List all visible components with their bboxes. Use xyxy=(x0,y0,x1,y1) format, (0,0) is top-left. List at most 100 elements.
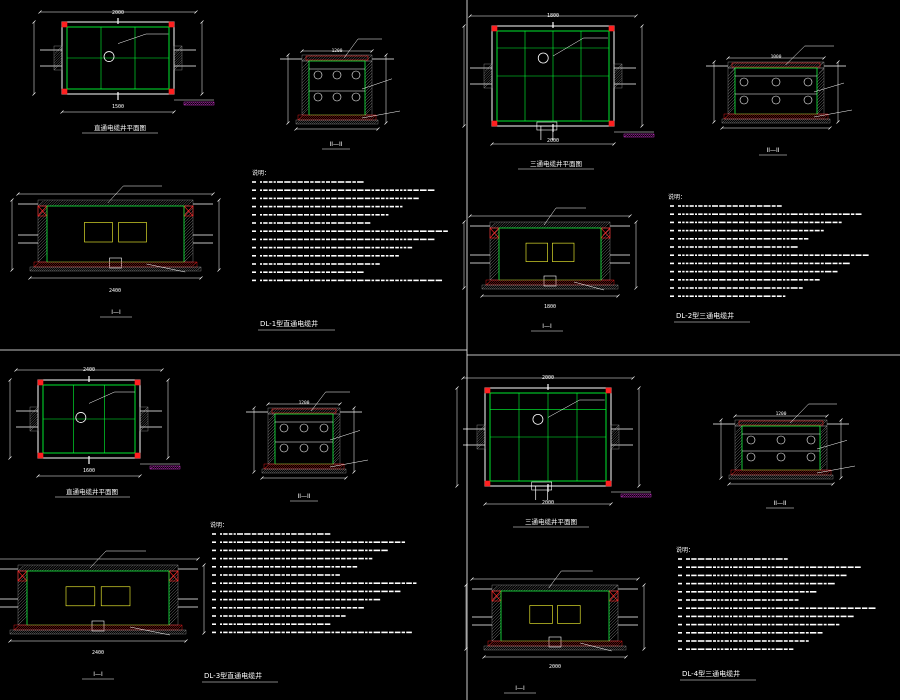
hatch-line xyxy=(821,118,827,124)
hatch-line xyxy=(811,118,817,124)
hatch-line xyxy=(168,612,179,623)
dimension-tick xyxy=(300,49,304,53)
hatch-line xyxy=(125,629,131,635)
hatch-border xyxy=(610,424,620,450)
hatch-line xyxy=(175,629,181,635)
hatch-line xyxy=(567,284,573,290)
hatch-fill xyxy=(13,624,183,631)
hatch-line xyxy=(74,564,81,572)
hatch-line xyxy=(68,624,75,631)
hatch-fill xyxy=(173,45,183,71)
hatch-line xyxy=(493,645,499,651)
hatch-line xyxy=(768,113,775,120)
hatch-line xyxy=(69,266,75,272)
hatch-line xyxy=(751,118,757,124)
hatch-line xyxy=(802,474,808,480)
hatch-line xyxy=(506,279,513,286)
hatch-line xyxy=(498,221,506,229)
hatch-line xyxy=(539,645,545,651)
hatch-line xyxy=(628,133,633,138)
hatch-line xyxy=(644,133,649,138)
hatch-line xyxy=(267,427,276,436)
hatch-line xyxy=(538,279,545,286)
hatch-line xyxy=(107,629,113,635)
dimension-tick xyxy=(36,474,40,478)
dimension-tick xyxy=(352,470,356,474)
hatch-line xyxy=(730,470,736,476)
hatch-line xyxy=(17,591,28,602)
hatch-line xyxy=(301,108,309,116)
hatch-line xyxy=(533,221,541,229)
hatch-line xyxy=(315,468,321,474)
hatch-line xyxy=(101,564,109,572)
hatch-line xyxy=(565,645,571,651)
hatch-line xyxy=(819,430,828,439)
hatch-line xyxy=(94,199,101,207)
hatch-line xyxy=(759,469,766,476)
hatch-line xyxy=(332,451,341,460)
hatch-line xyxy=(20,624,27,631)
hatch-line xyxy=(34,261,41,268)
hatch-line xyxy=(730,474,736,480)
hatch-line xyxy=(57,629,63,635)
hatch-line xyxy=(82,624,89,631)
hatch-line xyxy=(771,118,777,124)
hatch-line xyxy=(321,468,327,474)
hatch-line xyxy=(37,231,48,242)
hatch-line xyxy=(810,474,816,480)
hatch-line xyxy=(602,279,609,286)
hatch-line xyxy=(39,564,46,572)
hatch-line xyxy=(301,69,310,78)
hatch-line xyxy=(821,61,825,65)
hatch-line xyxy=(97,266,103,272)
cable-duct xyxy=(806,452,816,462)
hatch-line xyxy=(71,266,77,272)
dimension-tick xyxy=(294,127,298,131)
leader-line xyxy=(361,78,393,90)
hatch-line xyxy=(24,564,31,572)
hatch-line xyxy=(112,624,119,631)
hatch-line xyxy=(59,199,66,207)
hatch-line xyxy=(93,629,99,635)
hatch-line xyxy=(797,469,804,476)
dimension-tick xyxy=(733,414,737,418)
hatch-line xyxy=(325,119,331,125)
hatch-line xyxy=(147,266,153,272)
hatch-line xyxy=(204,101,209,106)
hatch-line xyxy=(116,261,123,268)
hatch-line xyxy=(146,564,154,572)
dimension-tick xyxy=(462,124,466,128)
dimension-tick xyxy=(461,376,465,380)
hatch-line xyxy=(17,606,28,617)
hatch-line xyxy=(822,474,828,480)
hatch-border xyxy=(53,45,63,71)
hatch-line xyxy=(311,119,317,125)
hatch-line xyxy=(819,451,828,460)
chamber xyxy=(500,590,610,642)
hatch-line xyxy=(292,463,299,470)
dimension-tick xyxy=(464,647,468,651)
hatch-line xyxy=(26,564,34,572)
hatch-fill xyxy=(53,45,63,71)
hatch-line xyxy=(301,102,310,111)
cable-duct xyxy=(351,92,361,102)
hatch-line xyxy=(168,600,179,611)
hatch-line xyxy=(603,584,610,592)
hatch-line xyxy=(580,640,587,647)
hatch-line xyxy=(601,221,608,229)
hatch-line xyxy=(528,279,535,286)
beam-cross xyxy=(17,570,28,582)
hatch-line xyxy=(190,101,195,106)
hatch-line xyxy=(363,119,369,125)
hatch-line xyxy=(146,624,153,631)
cable-duct xyxy=(299,443,309,453)
hatch-line xyxy=(615,284,619,288)
hatch-line xyxy=(491,604,502,615)
cable-duct xyxy=(739,95,749,105)
hatch-line xyxy=(560,640,567,647)
hatch-line xyxy=(280,463,287,470)
hatch-line xyxy=(169,564,176,572)
hatch-line xyxy=(296,463,303,470)
hatch-line xyxy=(179,199,186,207)
hatch-line xyxy=(775,118,781,124)
